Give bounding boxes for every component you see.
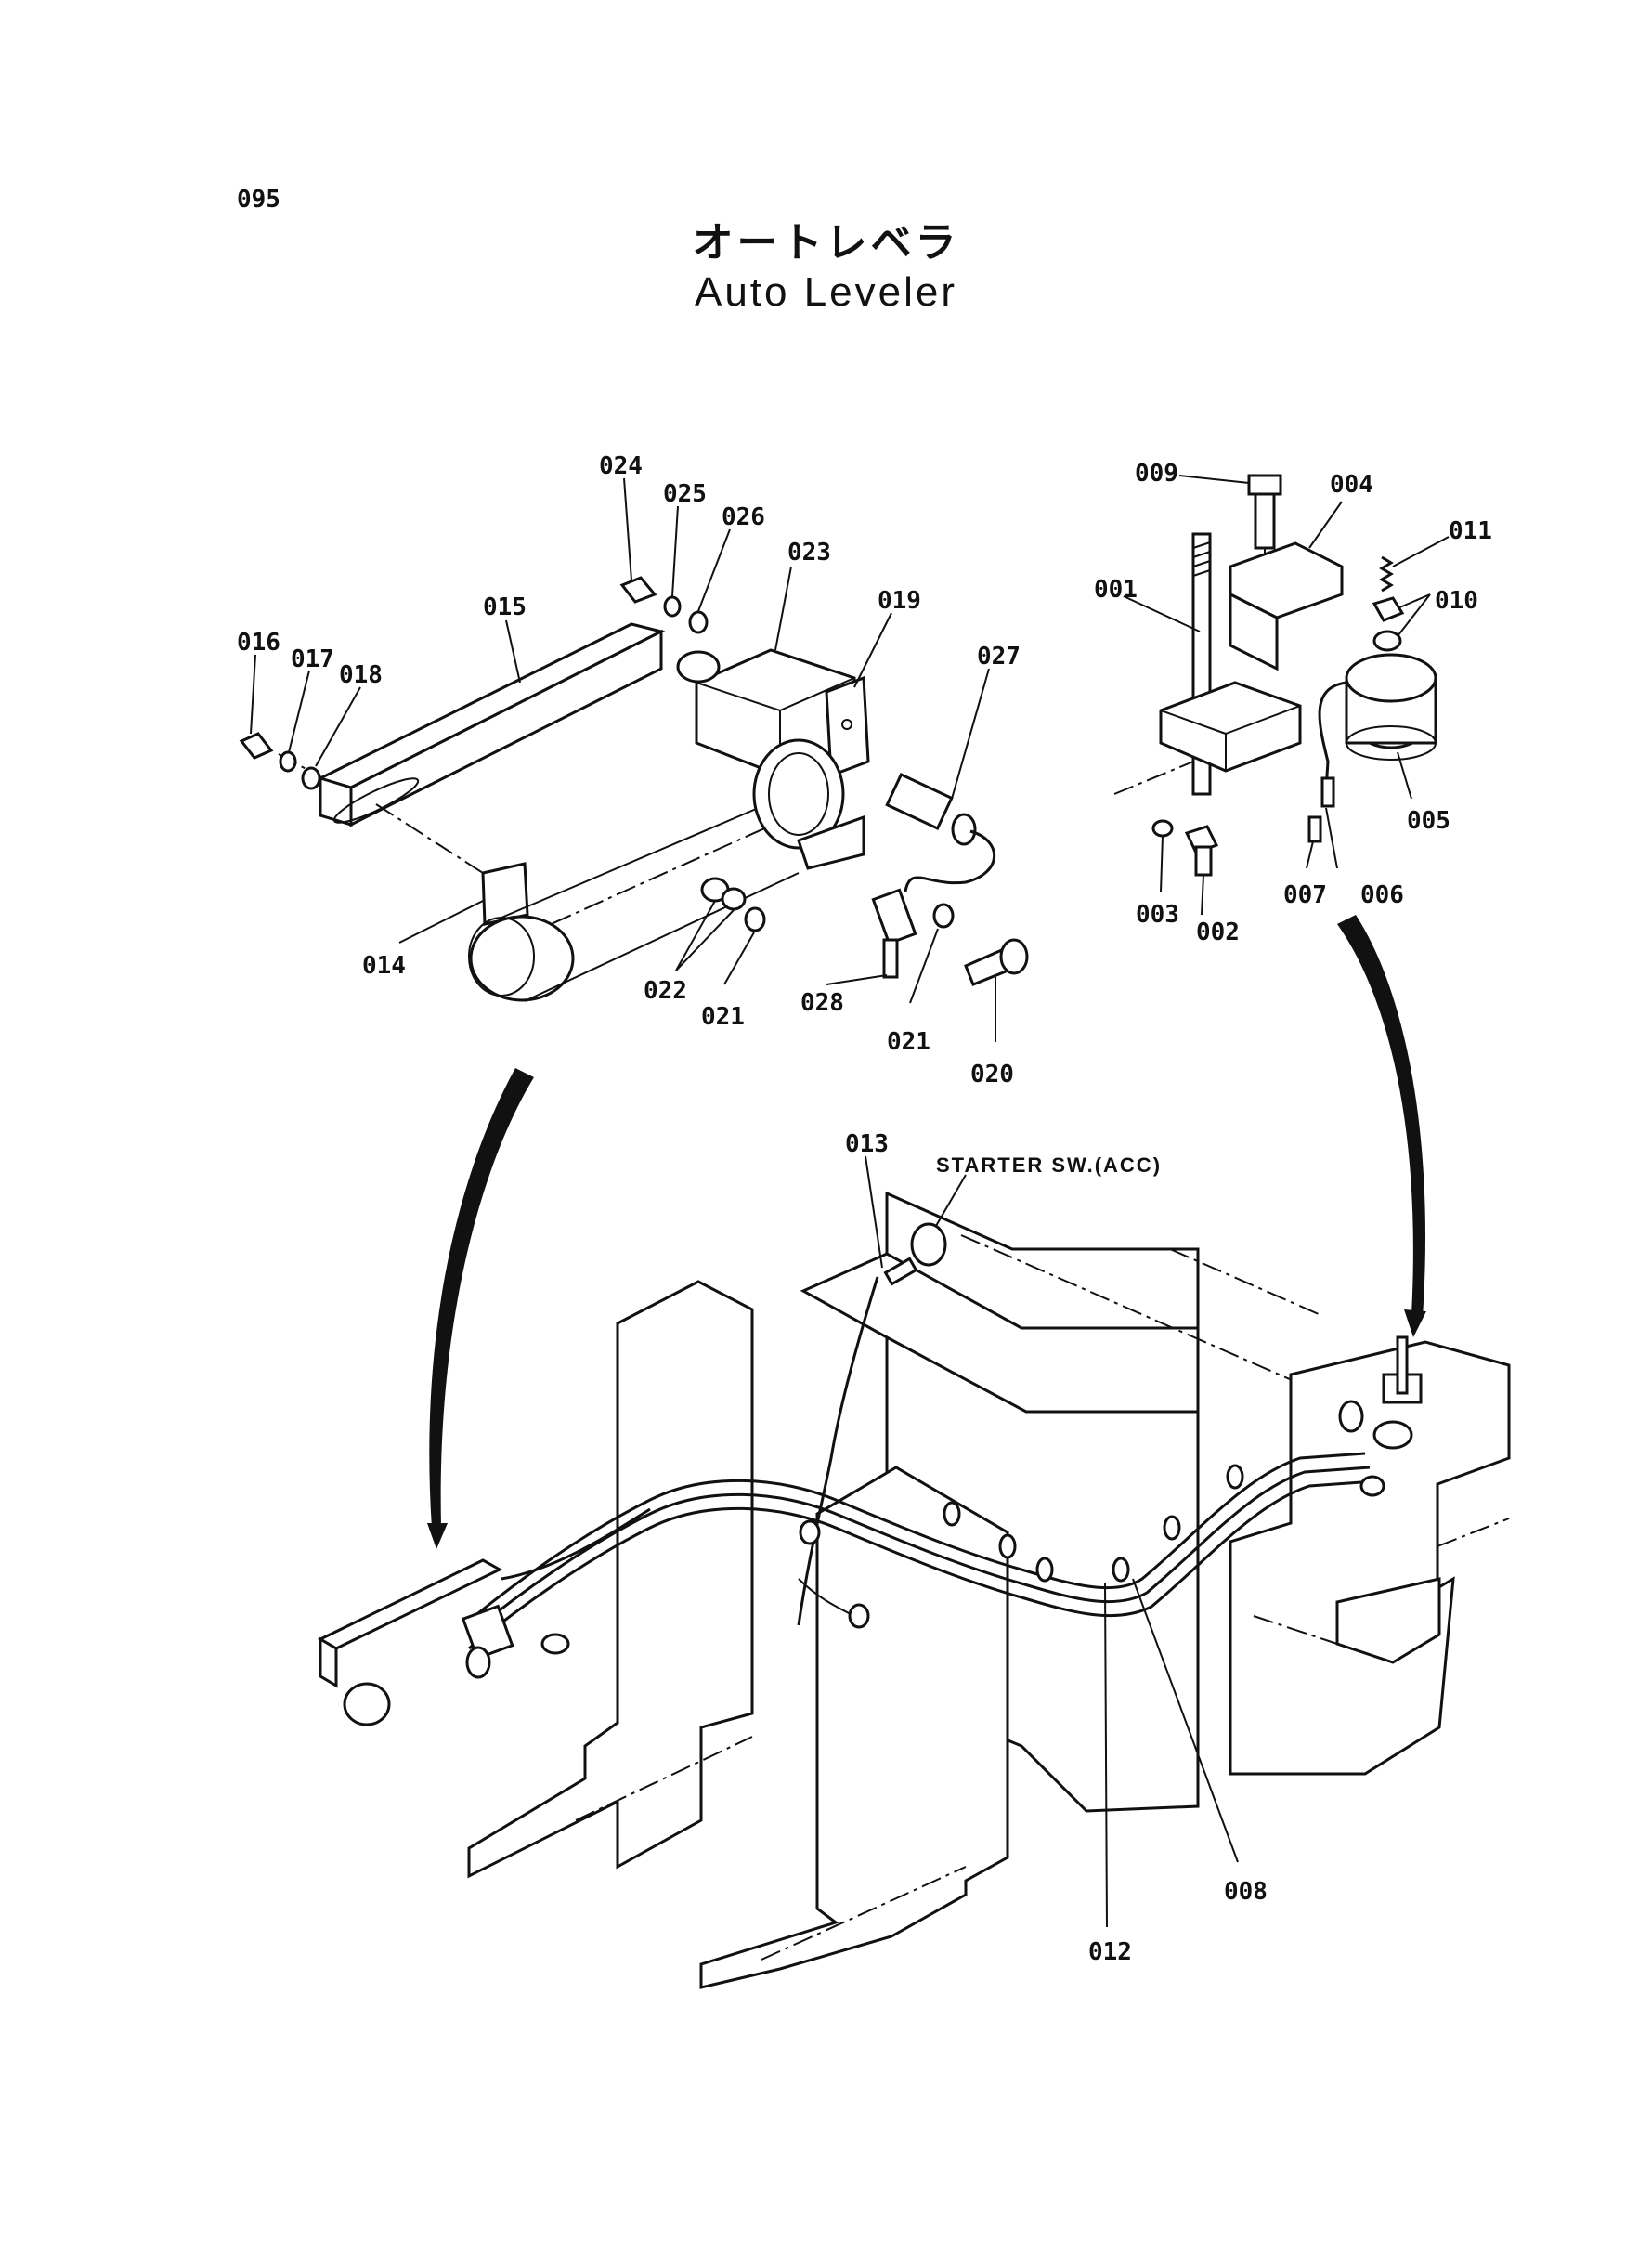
callout-014: 014 <box>362 952 406 980</box>
terminal-006 <box>1320 776 1335 808</box>
callout-027: 027 <box>977 643 1021 671</box>
callout-016: 016 <box>237 629 280 657</box>
washer-017 <box>279 750 297 773</box>
callout-012: 012 <box>1088 1938 1132 1966</box>
callout-021-right: 021 <box>887 1028 930 1056</box>
callout-004: 004 <box>1330 471 1373 499</box>
callout-028: 028 <box>800 989 844 1017</box>
callout-013: 013 <box>845 1130 889 1158</box>
callout-020: 020 <box>970 1061 1014 1088</box>
bolt-009-head <box>1247 474 1282 496</box>
callout-021-left: 021 <box>701 1003 745 1031</box>
bracket-019 <box>825 675 870 778</box>
callout-009: 009 <box>1135 460 1178 488</box>
machine-frame <box>317 1191 1511 1989</box>
callout-003: 003 <box>1136 901 1179 929</box>
callout-019: 019 <box>878 587 921 615</box>
left-pillar <box>467 1280 754 1879</box>
washer-025 <box>663 595 682 618</box>
terminal-007 <box>1307 815 1322 843</box>
washer-018 <box>301 766 321 790</box>
nut-022-b <box>721 887 747 911</box>
washer-026 <box>688 610 709 634</box>
callout-002: 002 <box>1196 919 1240 946</box>
callout-008: 008 <box>1224 1878 1268 1906</box>
starter-switch-annotation: STARTER SW.(ACC) <box>936 1153 1162 1177</box>
title-japanese: オートレベラ <box>692 219 960 267</box>
callout-022: 022 <box>644 977 687 1005</box>
callout-023: 023 <box>787 539 831 567</box>
callout-001: 001 <box>1094 576 1138 604</box>
center-pillar <box>699 1466 1009 1989</box>
callout-010: 010 <box>1435 587 1478 615</box>
callout-025: 025 <box>663 480 707 508</box>
callout-018: 018 <box>339 661 383 689</box>
callout-026: 026 <box>722 503 765 531</box>
bracket-bar-015-top <box>316 622 666 789</box>
washer-021-right <box>932 903 955 929</box>
right-switch-assembly <box>1113 474 1437 877</box>
leader-lines <box>250 475 1450 1928</box>
slot-hole <box>332 777 420 824</box>
callout-007: 007 <box>1283 881 1327 909</box>
callout-015: 015 <box>483 593 527 621</box>
callout-006: 006 <box>1360 881 1404 909</box>
bolt-016 <box>239 732 274 760</box>
connector-027 <box>885 773 954 830</box>
title-english: Auto Leveler <box>694 269 958 315</box>
valve-028 <box>871 888 917 945</box>
callout-017: 017 <box>291 645 334 673</box>
sensor-bracket-014 <box>481 862 529 926</box>
washer-003 <box>1151 819 1174 838</box>
callout-024: 024 <box>599 452 643 480</box>
hose-bundle <box>468 1452 1366 1622</box>
spring-011 <box>1379 555 1394 593</box>
harness-013 <box>797 1276 879 1626</box>
page-number: 095 <box>237 186 280 214</box>
arrow-right-to-machine <box>1337 915 1426 1317</box>
nut-010-b <box>1372 630 1402 652</box>
callout-005: 005 <box>1407 807 1450 835</box>
left-leveler-assembly <box>239 576 1029 1002</box>
sensor-wheel-014 <box>469 915 575 1002</box>
callout-labels: 009 004 011 001 010 005 007 006 003 002 … <box>237 452 1492 1966</box>
arrow-left-to-machine <box>429 1068 534 1528</box>
right-body <box>1229 1340 1511 1776</box>
bushing <box>676 650 721 684</box>
bolt-024 <box>619 576 657 604</box>
base-block <box>1159 681 1302 773</box>
callout-011: 011 <box>1449 517 1492 545</box>
starter-switch-plug <box>910 1222 947 1267</box>
washer-021-left <box>744 906 766 932</box>
nut-010-a <box>1372 596 1405 622</box>
